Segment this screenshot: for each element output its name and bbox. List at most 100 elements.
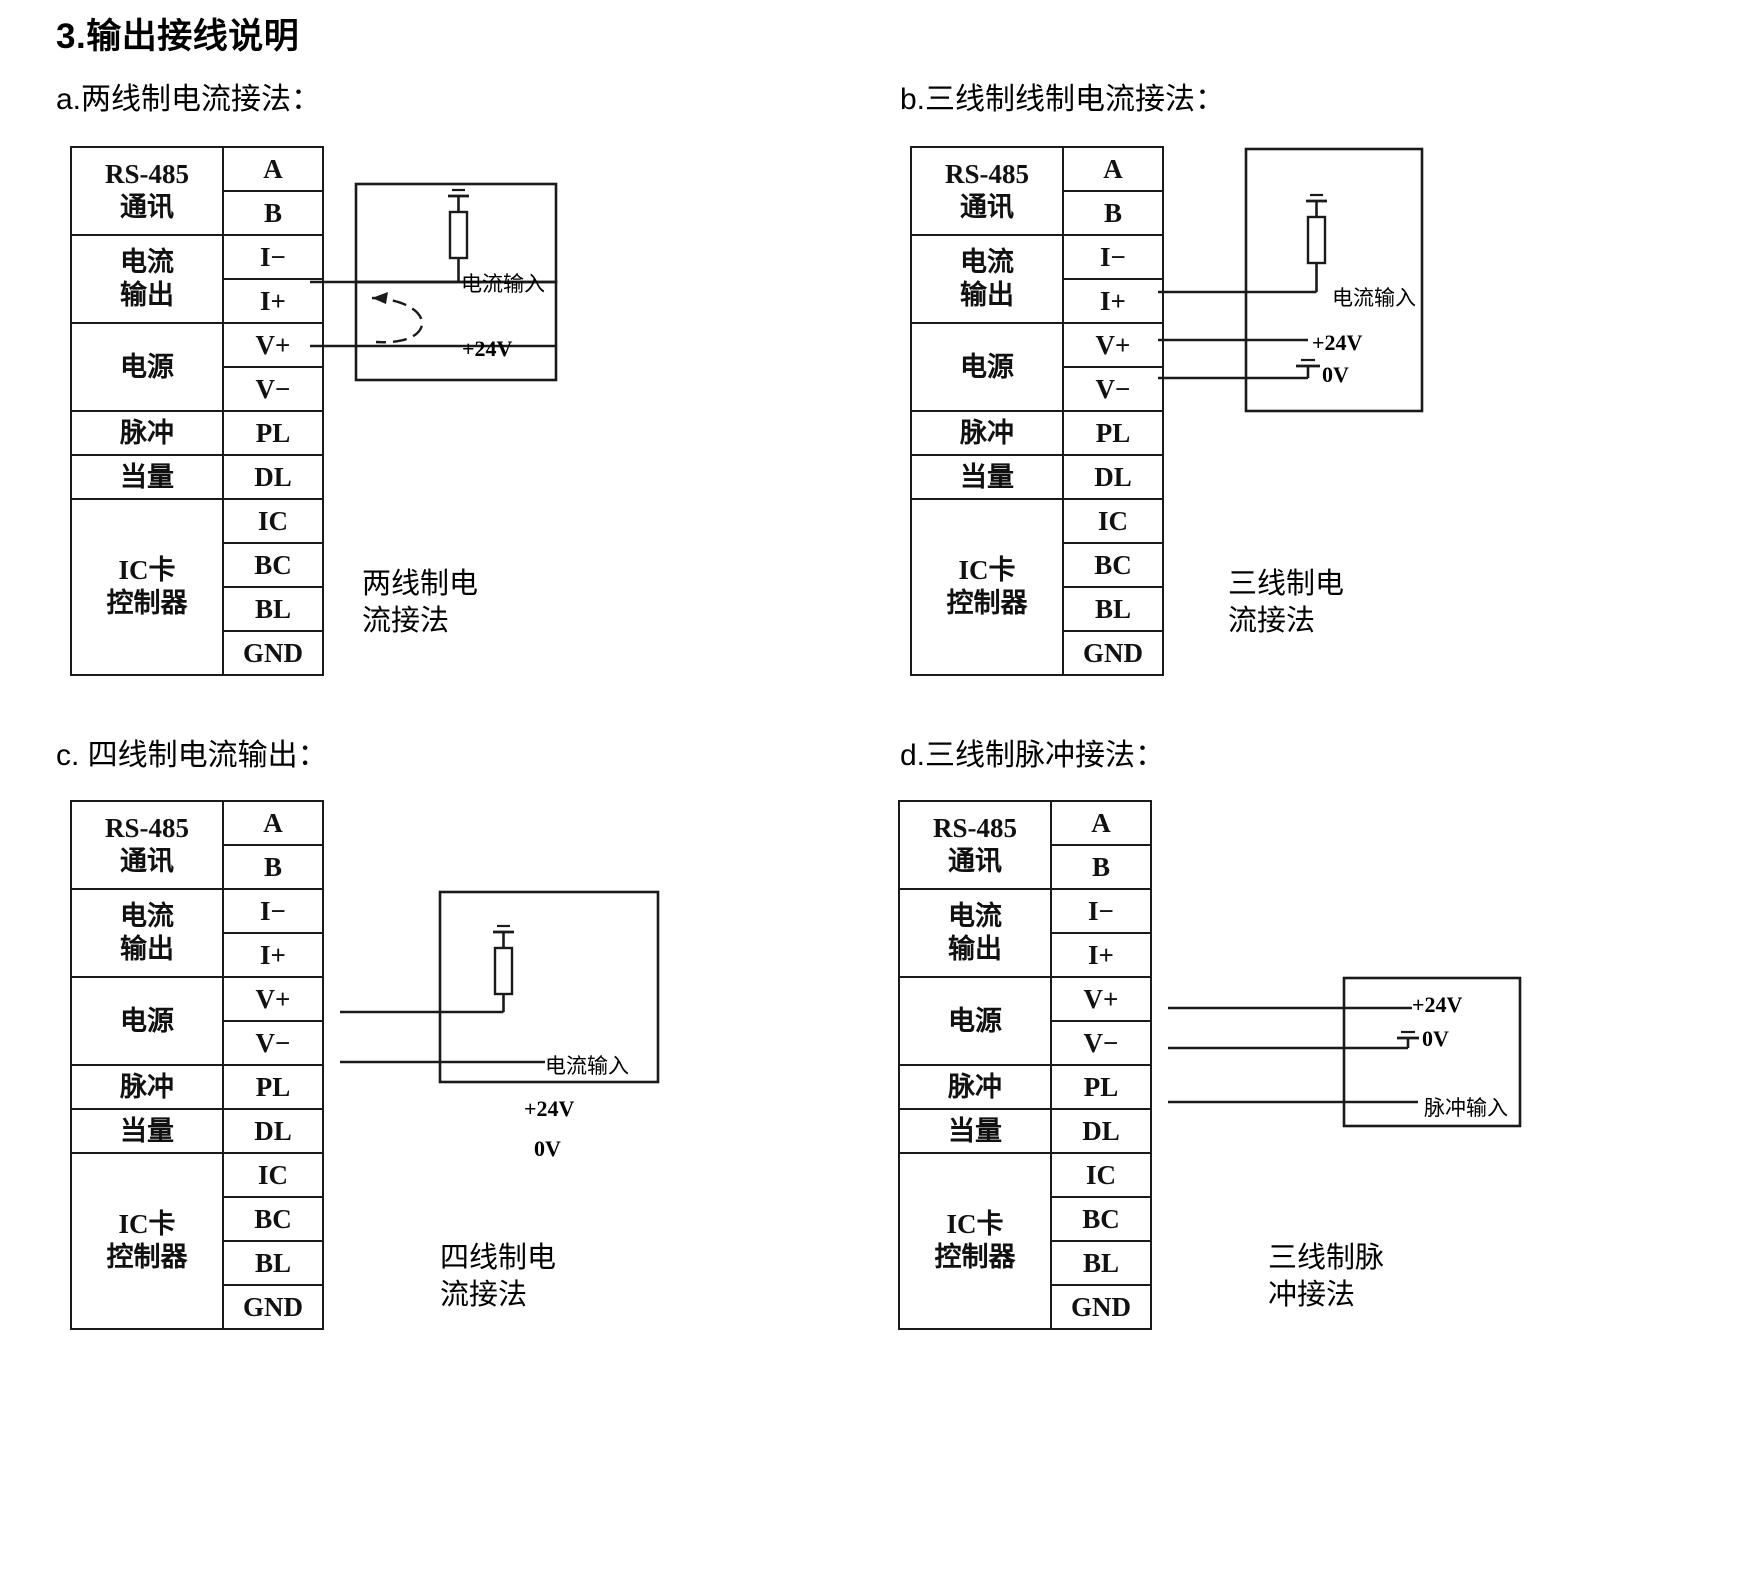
arrow-head (372, 292, 388, 304)
pin-cell-a: A (222, 146, 324, 192)
table-row: 电源 V+ (898, 976, 1152, 1066)
pin-cell-bc: BC (1050, 1196, 1152, 1242)
group-cell-equivalent: 当量 (898, 1108, 1052, 1154)
panel-b-signal-0v: 0V (1322, 362, 1349, 387)
table-row: 当量 DL (70, 1108, 324, 1154)
pin-cell-ic: IC (222, 498, 324, 544)
table-row: BL (71, 586, 324, 632)
table-row: 电流输出 I− (70, 888, 324, 978)
group-cell-current-output: 电流输出 (70, 234, 224, 324)
group-cell-pulse: 脉冲 (70, 410, 224, 456)
group-cell-ic-controller: IC卡控制器 (70, 1152, 224, 1330)
pin-cell-bl: BL (1050, 1240, 1152, 1286)
table-row: GND (71, 630, 324, 676)
panel-c-signal-24v: +24V (524, 1096, 575, 1121)
table-row: IC卡控制器 IC (910, 498, 1164, 676)
table-row: BC (71, 542, 324, 588)
group-cell-pulse: 脉冲 (910, 410, 1064, 456)
pin-cell-ic: IC (1050, 1152, 1152, 1198)
pin-cell-i-plus: I+ (222, 932, 324, 978)
pin-cell-v-minus: V− (1050, 1020, 1152, 1066)
pin-cell-gnd: GND (222, 630, 324, 676)
panel-b-signal-current-input: 电流输入 (1332, 287, 1416, 310)
pin-cell-i-plus: I+ (1062, 278, 1164, 324)
pin-cell-v-plus: V+ (222, 976, 324, 1022)
table-row: B (911, 190, 1164, 236)
pin-cell-dl: DL (222, 454, 324, 500)
pin-cell-i-minus: I− (1062, 234, 1164, 280)
table-row: 电源 V+ (70, 976, 324, 1066)
pin-cell-dl: DL (222, 1108, 324, 1154)
pin-cell-dl: DL (1050, 1108, 1152, 1154)
pin-cell-v-minus: V− (222, 366, 324, 412)
panel-c-caption: 四线制电 流接法 (440, 1242, 557, 1312)
panel-c-signal-current-input: 电流输入 (545, 1055, 629, 1078)
group-cell-pulse: 脉冲 (70, 1064, 224, 1110)
pin-cell-gnd: GND (1050, 1284, 1152, 1330)
table-row: I+ (71, 932, 324, 978)
panel-a-heading: a.两线制电流接法： (56, 83, 322, 116)
table-row: B (71, 190, 324, 236)
pin-cell-gnd: GND (1062, 630, 1164, 676)
pin-cell-pl: PL (222, 410, 324, 456)
panel-c-signal-0v: 0V (534, 1136, 561, 1161)
group-cell-power: 电源 (898, 976, 1052, 1066)
table-row: I+ (911, 278, 1164, 324)
pin-cell-dl: DL (1062, 454, 1164, 500)
pin-cell-b: B (1050, 844, 1152, 890)
table-row: 当量 DL (898, 1108, 1152, 1154)
table-row: GND (71, 1284, 324, 1330)
table-row: IC卡控制器 IC (70, 1152, 324, 1330)
panel-b-circuit (1158, 144, 1458, 414)
pin-cell-b: B (222, 844, 324, 890)
panel-d-signal-0v: 0V (1422, 1026, 1449, 1051)
pin-cell-v-plus: V+ (1050, 976, 1152, 1022)
pin-cell-v-minus: V− (1062, 366, 1164, 412)
pin-cell-pl: PL (1062, 410, 1164, 456)
pin-cell-gnd: GND (222, 1284, 324, 1330)
table-row: 脉冲 PL (898, 1064, 1152, 1110)
pin-cell-v-plus: V+ (222, 322, 324, 368)
pin-cell-a: A (222, 800, 324, 846)
table-row: 电流输出 I− (910, 234, 1164, 324)
page-title: 3.输出接线说明 (56, 17, 300, 56)
table-row: IC卡控制器 IC (898, 1152, 1152, 1330)
panel-a-circuit (310, 150, 590, 410)
table-row: BC (899, 1196, 1152, 1242)
table-row: BC (71, 1196, 324, 1242)
table-row: 电源 V+ (910, 322, 1164, 412)
table-row: 脉冲 PL (70, 410, 324, 456)
group-cell-equivalent: 当量 (910, 454, 1064, 500)
pin-cell-i-minus: I− (222, 234, 324, 280)
panel-a-signal-current-input: 电流输入 (461, 273, 545, 296)
table-row: V− (71, 1020, 324, 1066)
group-cell-ic-controller: IC卡控制器 (898, 1152, 1052, 1330)
table-row: 脉冲 PL (910, 410, 1164, 456)
table-row: 当量 DL (70, 454, 324, 500)
table-row: BL (899, 1240, 1152, 1286)
pin-cell-i-plus: I+ (222, 278, 324, 324)
group-cell-pulse: 脉冲 (898, 1064, 1052, 1110)
panel-b-heading: b.三线制线制电流接法： (900, 83, 1226, 116)
panel-b-signal-24v: +24V (1312, 330, 1363, 355)
pin-cell-bc: BC (222, 1196, 324, 1242)
pin-cell-bc: BC (222, 542, 324, 588)
panel-d-heading: d.三线制脉冲接法： (900, 739, 1166, 772)
pin-cell-i-minus: I− (222, 888, 324, 934)
pin-cell-bl: BL (222, 1240, 324, 1286)
table-row: V− (911, 366, 1164, 412)
panel-c-circuit-lower (340, 1100, 680, 1210)
group-cell-equivalent: 当量 (70, 454, 224, 500)
current-flow-arrow (371, 296, 424, 344)
table-row: B (899, 844, 1152, 890)
panel-c-heading: c. 四线制电流输出： (56, 739, 328, 772)
